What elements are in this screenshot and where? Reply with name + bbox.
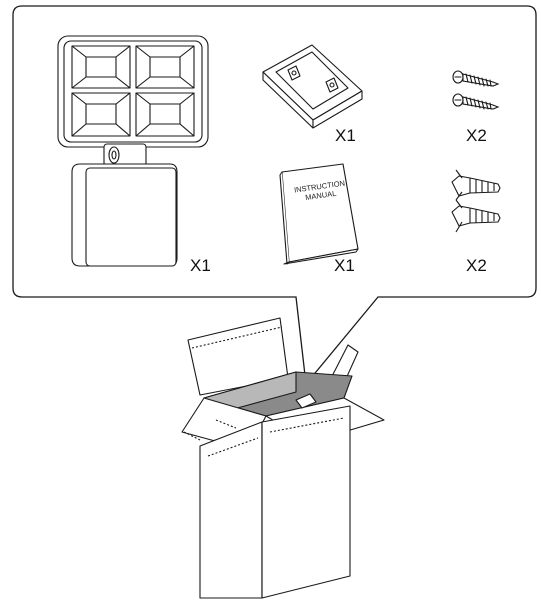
instruction-manual-icon	[279, 163, 359, 265]
floodlight-icon	[57, 35, 209, 267]
floodlight-quantity: X1	[190, 256, 211, 275]
screws-icon	[452, 70, 500, 110]
wall-plugs-quantity: X2	[466, 256, 487, 275]
manual-quantity: X1	[334, 256, 355, 275]
wall-plugs-icon	[451, 169, 501, 233]
screws-quantity: X2	[466, 126, 487, 145]
open-box-icon	[181, 317, 385, 599]
mounting-bracket-icon	[262, 44, 363, 129]
manual-title-line2: MANUAL	[305, 189, 337, 202]
bracket-quantity: X1	[335, 126, 356, 145]
